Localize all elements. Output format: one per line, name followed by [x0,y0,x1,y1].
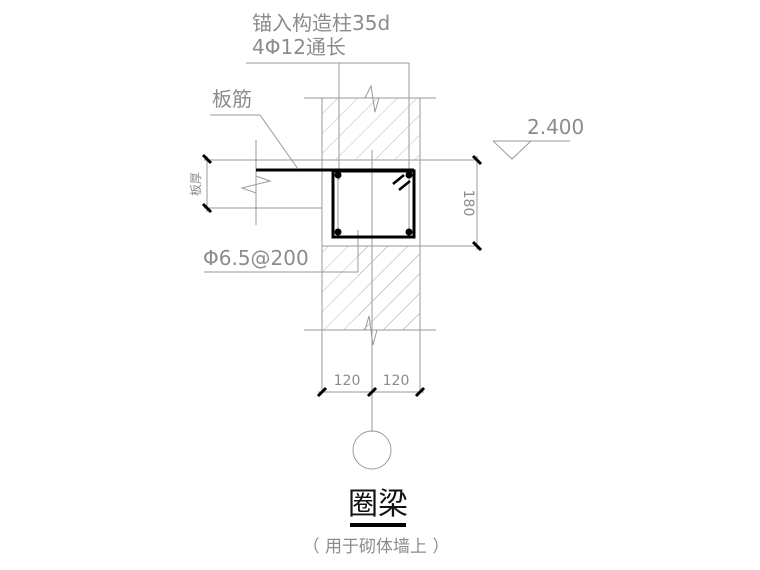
stirrup-label: Φ6.5@200 [203,246,309,270]
beam-height-dim: 180 [460,190,476,217]
beam-height-dimension [471,154,483,252]
axis-bubble [352,430,392,470]
slab-rebar-leader [210,114,299,170]
wall-dim-left: 120 [334,373,361,389]
wall-lower [304,160,436,392]
wall-dim-right: 120 [383,373,410,389]
longitudinal-rebars [334,171,413,236]
anchor-note-line1: 锚入构造柱35d [252,11,390,35]
wall-width-dimension [316,386,426,398]
drawing-subtitle: （ 用于砌体墙上 ） [303,537,450,557]
beam-stirrup [331,169,416,239]
wall-upper [304,84,436,160]
beam-outline [204,159,478,273]
elevation-value: 2.400 [527,115,584,139]
slab-thickness-label: 板厚 [189,172,203,196]
elevation-marker [492,140,570,160]
drawing-title: 圈梁 [348,487,408,522]
slab-thickness-dimension [201,153,213,214]
slab-break [240,140,272,225]
anchor-note-line2: 4Φ12通长 [252,35,346,59]
title-underline [350,523,406,527]
slab-rebar-label: 板筋 [212,87,252,111]
